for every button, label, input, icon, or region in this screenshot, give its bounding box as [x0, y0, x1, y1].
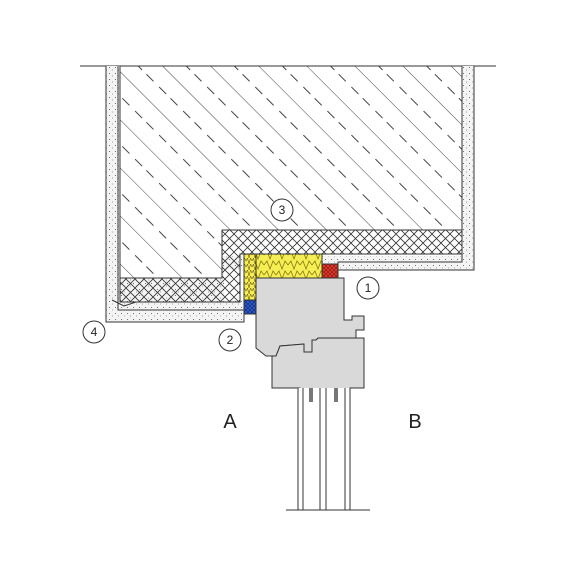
- foam-side: [243, 253, 257, 301]
- foam-insulation: [255, 253, 323, 279]
- callout-3-text: 3: [279, 203, 286, 217]
- callout-1: 1: [356, 276, 380, 300]
- label-side-a: A: [223, 411, 237, 433]
- callout-4-text: 4: [91, 325, 98, 339]
- label-side-b: B: [408, 411, 421, 433]
- glazing: [286, 388, 370, 511]
- plaster-outline-left: [105, 66, 245, 323]
- red-sealing-tape: [321, 263, 339, 279]
- blue-sealing-tape: [243, 299, 257, 315]
- plaster-dots: [106, 66, 474, 322]
- corner-profile: [111, 299, 137, 307]
- callout-2-text: 2: [227, 333, 234, 347]
- callout-4: 4: [82, 320, 106, 344]
- callout-3: 3: [270, 198, 294, 222]
- callout-1-text: 1: [365, 281, 372, 295]
- callout-2: 2: [218, 328, 242, 352]
